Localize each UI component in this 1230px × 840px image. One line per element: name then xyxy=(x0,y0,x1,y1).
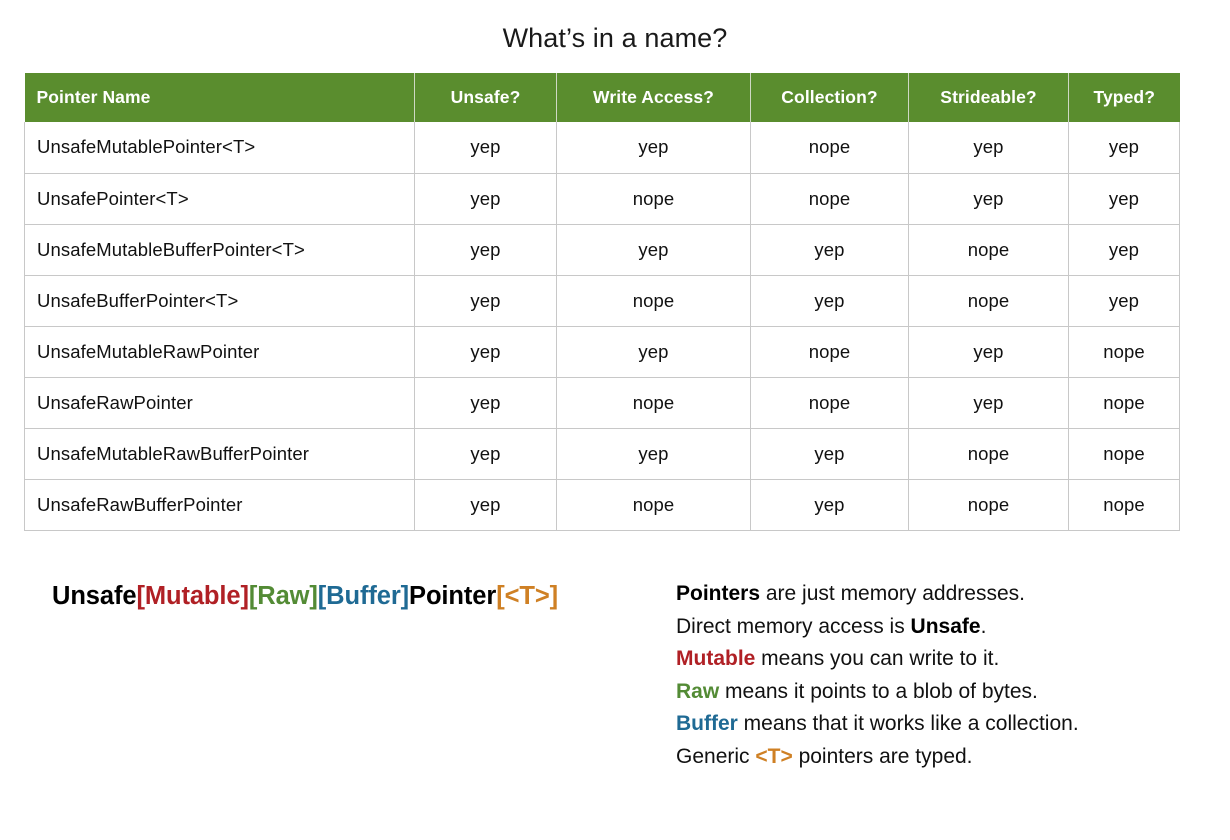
cell-unsafe: yep xyxy=(414,376,557,429)
cell-strideable: yep xyxy=(908,376,1069,429)
table-row: UnsafeRawBufferPointer yep nope yep nope… xyxy=(24,478,1180,531)
formula-part-raw: [Raw] xyxy=(248,582,318,610)
legend-line-buffer: Buffer means that it works like a collec… xyxy=(676,708,1079,741)
cell-pointer-name: UnsafeMutableRawBufferPointer xyxy=(24,427,415,480)
cell-pointer-name: UnsafeRawBufferPointer xyxy=(24,478,415,531)
cell-typed: nope xyxy=(1068,478,1180,531)
cell-write: nope xyxy=(556,172,751,225)
column-header-unsafe: Unsafe? xyxy=(414,73,557,122)
legend-text-pointers: are just memory addresses. xyxy=(760,582,1025,605)
legend-text-raw: means it points to a blob of bytes. xyxy=(719,679,1038,703)
formula-part-generic: [<T>] xyxy=(496,582,559,610)
column-header-strideable: Strideable? xyxy=(908,73,1069,122)
cell-strideable: yep xyxy=(908,325,1069,378)
cell-collection: nope xyxy=(750,172,909,225)
legend-keyword-mutable: Mutable xyxy=(676,647,756,670)
table-row: UnsafeMutablePointer<T> yep yep nope yep… xyxy=(24,122,1180,174)
cell-unsafe: yep xyxy=(414,478,557,531)
cell-strideable: nope xyxy=(908,274,1069,327)
cell-pointer-name: UnsafeMutablePointer<T> xyxy=(24,122,415,174)
cell-typed: yep xyxy=(1068,274,1180,327)
column-header-collection: Collection? xyxy=(750,73,909,122)
cell-typed: nope xyxy=(1068,427,1180,480)
cell-write: nope xyxy=(556,376,751,429)
cell-unsafe: yep xyxy=(414,122,557,174)
cell-pointer-name: UnsafeMutableRawPointer xyxy=(24,325,415,378)
pointer-comparison-table: Pointer Name Unsafe? Write Access? Colle… xyxy=(24,73,1180,531)
legend-block: Pointers are just memory addresses. Dire… xyxy=(676,578,1079,773)
legend-text-generic-pre: Generic xyxy=(676,744,756,768)
table-row: UnsafeBufferPointer<T> yep nope yep nope… xyxy=(24,274,1180,327)
cell-strideable: nope xyxy=(908,427,1069,480)
cell-typed: yep xyxy=(1068,122,1180,174)
cell-typed: nope xyxy=(1068,325,1180,378)
cell-typed: yep xyxy=(1068,172,1180,225)
column-header-write-access: Write Access? xyxy=(556,73,751,122)
legend-text-unsafe-pre: Direct memory access is xyxy=(676,614,911,638)
legend-text-unsafe-post: . xyxy=(980,614,987,638)
cell-write: yep xyxy=(556,122,751,174)
cell-write: yep xyxy=(556,325,751,378)
legend-line-mutable: Mutable means you can write to it. xyxy=(676,643,1079,676)
cell-collection: nope xyxy=(750,122,909,174)
table-row: UnsafePointer<T> yep nope nope yep yep xyxy=(24,172,1180,225)
legend-keyword-buffer: Buffer xyxy=(676,712,738,735)
legend-keyword-generic: <T> xyxy=(755,744,793,768)
cell-collection: nope xyxy=(750,376,909,429)
legend-line-generic: Generic <T> pointers are typed. xyxy=(676,741,1079,774)
cell-collection: yep xyxy=(750,274,909,327)
cell-unsafe: yep xyxy=(414,274,557,327)
cell-unsafe: yep xyxy=(414,223,557,276)
column-header-pointer-name: Pointer Name xyxy=(24,73,415,122)
cell-unsafe: yep xyxy=(414,325,557,378)
formula-part-mutable: [Mutable] xyxy=(136,582,249,610)
legend-keyword-pointers: Pointers xyxy=(676,582,761,605)
cell-collection: yep xyxy=(750,427,909,480)
cell-typed: yep xyxy=(1068,223,1180,276)
formula-part-buffer: [Buffer] xyxy=(317,582,410,610)
table-body: UnsafeMutablePointer<T> yep yep nope yep… xyxy=(24,122,1180,531)
legend-keyword-raw: Raw xyxy=(676,679,720,703)
bottom-section: Unsafe[Mutable][Raw][Buffer]Pointer[<T>]… xyxy=(0,578,1230,828)
cell-write: yep xyxy=(556,427,751,480)
table-row: UnsafeMutableRawPointer yep yep nope yep… xyxy=(24,325,1180,378)
pointer-table-container: Pointer Name Unsafe? Write Access? Colle… xyxy=(24,73,1180,531)
cell-pointer-name: UnsafeRawPointer xyxy=(24,376,415,429)
cell-pointer-name: UnsafePointer<T> xyxy=(24,172,415,225)
cell-write: nope xyxy=(556,478,751,531)
table-header-row: Pointer Name Unsafe? Write Access? Colle… xyxy=(24,73,1180,122)
legend-line-pointers: Pointers are just memory addresses. xyxy=(676,578,1079,611)
formula-part-pointer: Pointer xyxy=(409,582,497,610)
legend-keyword-unsafe: Unsafe xyxy=(910,614,981,638)
legend-text-buffer: means that it works like a collection. xyxy=(737,712,1079,735)
legend-line-raw: Raw means it points to a blob of bytes. xyxy=(676,676,1079,709)
formula-part-unsafe: Unsafe xyxy=(52,582,137,610)
legend-text-mutable: means you can write to it. xyxy=(755,647,1000,670)
cell-typed: nope xyxy=(1068,376,1180,429)
cell-collection: yep xyxy=(750,223,909,276)
cell-strideable: yep xyxy=(908,122,1069,174)
table-header: Pointer Name Unsafe? Write Access? Colle… xyxy=(24,73,1180,122)
naming-formula: Unsafe[Mutable][Raw][Buffer]Pointer[<T>] xyxy=(52,582,558,611)
legend-line-unsafe: Direct memory access is Unsafe. xyxy=(676,611,1079,644)
cell-pointer-name: UnsafeBufferPointer<T> xyxy=(24,274,415,327)
cell-strideable: nope xyxy=(908,478,1069,531)
cell-pointer-name: UnsafeMutableBufferPointer<T> xyxy=(24,223,415,276)
cell-collection: yep xyxy=(750,478,909,531)
cell-write: nope xyxy=(556,274,751,327)
column-header-typed: Typed? xyxy=(1068,73,1180,122)
cell-strideable: yep xyxy=(908,172,1069,225)
cell-write: yep xyxy=(556,223,751,276)
table-row: UnsafeRawPointer yep nope nope yep nope xyxy=(24,376,1180,429)
cell-collection: nope xyxy=(750,325,909,378)
table-row: UnsafeMutableRawBufferPointer yep yep ye… xyxy=(24,427,1180,480)
cell-strideable: nope xyxy=(908,223,1069,276)
page-title: What’s in a name? xyxy=(502,23,728,53)
legend-text-generic-post: pointers are typed. xyxy=(792,744,973,768)
table-row: UnsafeMutableBufferPointer<T> yep yep ye… xyxy=(24,223,1180,276)
cell-unsafe: yep xyxy=(414,172,557,225)
cell-unsafe: yep xyxy=(414,427,557,480)
